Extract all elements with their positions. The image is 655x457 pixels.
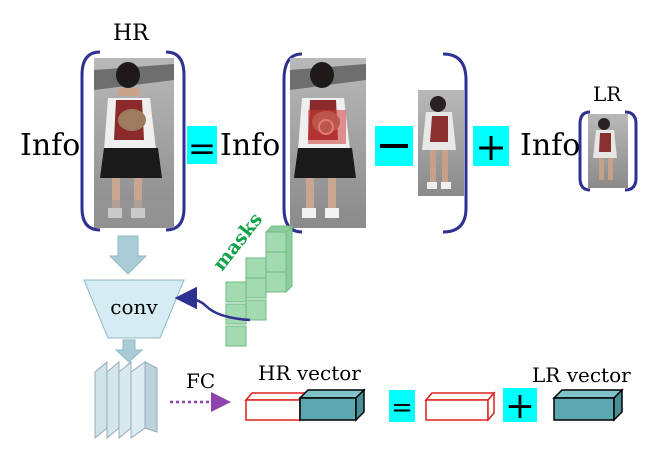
hr-to-conv-arrow: [108, 235, 148, 275]
hr-title: HR: [113, 21, 150, 46]
hr-person-image: [94, 58, 174, 228]
mask-cubes: [225, 224, 294, 347]
info-label-middle: Info: [220, 128, 280, 163]
conv-to-feature-arrow: [114, 339, 144, 363]
lr-vector-label: LR vector: [532, 363, 631, 387]
lr-vector-solid: [552, 388, 624, 422]
plus-sign: +: [475, 125, 507, 169]
plus-box: [473, 126, 509, 166]
lr-upsampled-image: [418, 90, 464, 196]
lr-title: LR: [593, 82, 622, 106]
vector-plus-box: [503, 388, 537, 422]
lr-bracket-right: [624, 110, 638, 192]
lr-person-image: [588, 114, 628, 188]
mask-vector-red-outline: [424, 390, 496, 423]
middle-bracket-right: [442, 52, 468, 234]
conv-label: conv: [110, 295, 158, 319]
feature-maps-stack: [94, 360, 158, 440]
minus-sign: [380, 144, 408, 148]
hr-vector-label: HR vector: [258, 361, 361, 385]
middle-bracket-left: [282, 52, 303, 234]
info-label-left: Info: [20, 128, 80, 163]
vector-equals-sign: =: [391, 393, 413, 423]
masked-hr-image: [290, 58, 366, 228]
vector-equals-box: [389, 390, 415, 422]
hr-bracket-left: [80, 50, 101, 232]
equals-box: [187, 126, 217, 164]
info-label-right: Info: [520, 128, 580, 163]
mask-to-conv-arrow: [174, 286, 251, 322]
hr-vector-red-outline: [244, 390, 308, 423]
lr-bracket-left: [578, 110, 591, 192]
fc-label: FC: [186, 369, 215, 393]
vector-plus-sign: +: [505, 386, 535, 427]
hr-vector-solid: [298, 388, 366, 422]
equals-sign: =: [188, 129, 217, 169]
conv-block: [83, 279, 185, 339]
hr-bracket-right: [165, 50, 186, 232]
